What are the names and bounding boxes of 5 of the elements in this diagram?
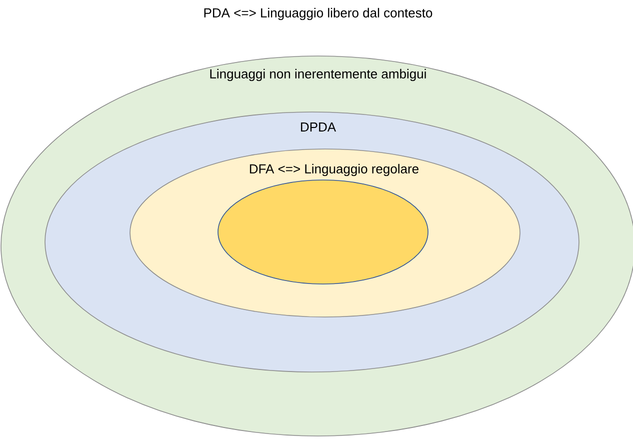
region-label: PDA <=> Linguaggio libero dal contesto: [204, 8, 432, 20]
region-label: DPDA: [301, 122, 336, 132]
ellipse-region: [218, 180, 428, 284]
region-label: DFA <=> Linguaggio regolare: [250, 164, 418, 176]
region-label: Linguaggi non inerentemente ambigui: [210, 68, 426, 82]
